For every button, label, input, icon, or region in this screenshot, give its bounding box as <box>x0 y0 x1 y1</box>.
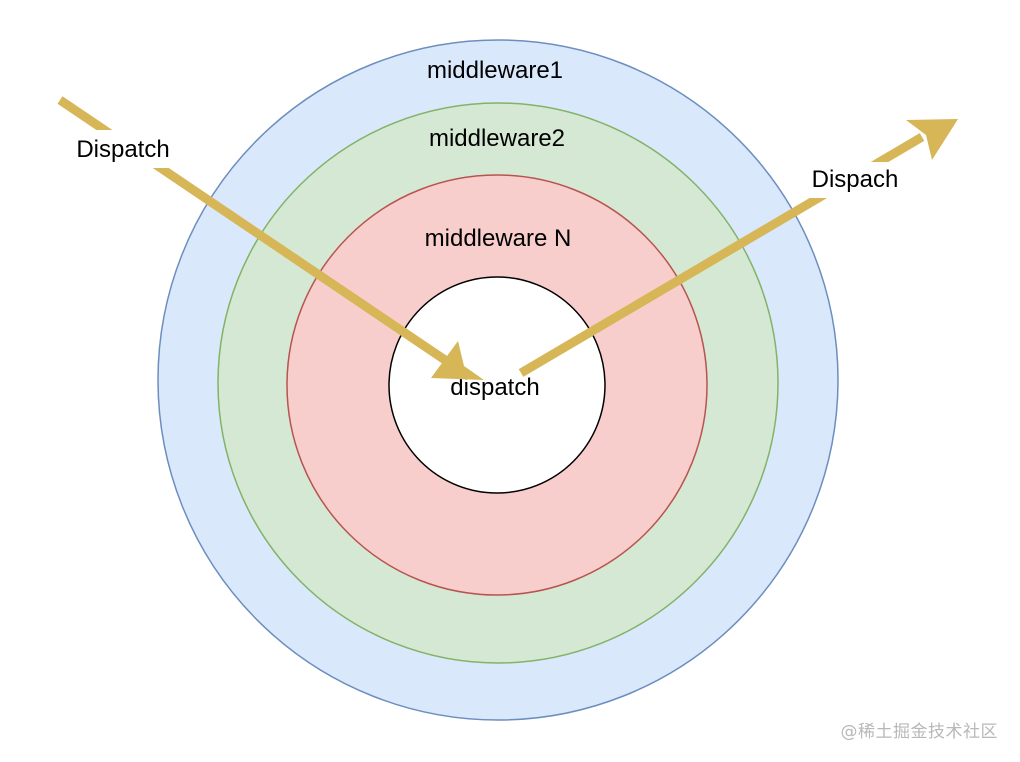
incoming-dispatch-label: Dispatch <box>76 136 169 163</box>
site-watermark: @稀土掘金技术社区 <box>840 722 998 742</box>
middleware1-label: middleware1 <box>427 57 563 84</box>
dispatch-core <box>388 276 606 494</box>
incoming-arrowhead <box>431 341 484 380</box>
outgoing-label-bg <box>797 162 915 198</box>
middleware-n-label: middleware N <box>425 225 572 252</box>
outgoing-dispach-label: Dispach <box>812 166 899 193</box>
incoming-label-bg <box>62 130 184 168</box>
middleware2-label: middleware2 <box>429 125 565 152</box>
outgoing-arrowhead <box>906 119 958 160</box>
